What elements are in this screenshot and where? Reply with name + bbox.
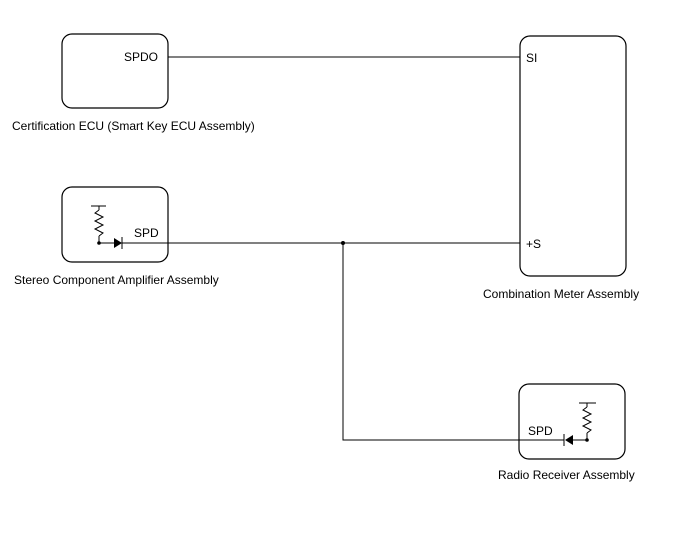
radio-receiver: SPD Radio Receiver Assembly [498, 383, 635, 482]
certification-ecu-pin-spdo: SPDO [124, 50, 158, 64]
combination-meter-pin-si: SI [526, 51, 537, 65]
stereo-amplifier-box [61, 186, 169, 263]
certification-ecu: SPDO Certification ECU (Smart Key ECU As… [12, 33, 255, 133]
stereo-amplifier-label: Stereo Component Amplifier Assembly [14, 273, 219, 287]
wires [122, 56, 564, 441]
combination-meter-box [519, 35, 627, 277]
combination-meter-pin-plus-s: +S [526, 237, 541, 251]
radio-receiver-pullup-diode-icon [563, 402, 596, 446]
combination-meter: SI +S Combination Meter Assembly [483, 35, 639, 301]
certification-ecu-box [61, 33, 169, 109]
radio-receiver-label: Radio Receiver Assembly [498, 468, 635, 482]
wire-junction-to-radio-spd [342, 243, 564, 441]
combination-meter-label: Combination Meter Assembly [483, 287, 639, 301]
radio-receiver-pin-spd: SPD [528, 424, 553, 438]
stereo-amplifier: SPD Stereo Component Amplifier Assembly [14, 186, 219, 287]
stereo-amplifier-pin-spd: SPD [134, 226, 159, 240]
radio-receiver-box [518, 383, 626, 460]
certification-ecu-label: Certification ECU (Smart Key ECU Assembl… [12, 119, 255, 133]
